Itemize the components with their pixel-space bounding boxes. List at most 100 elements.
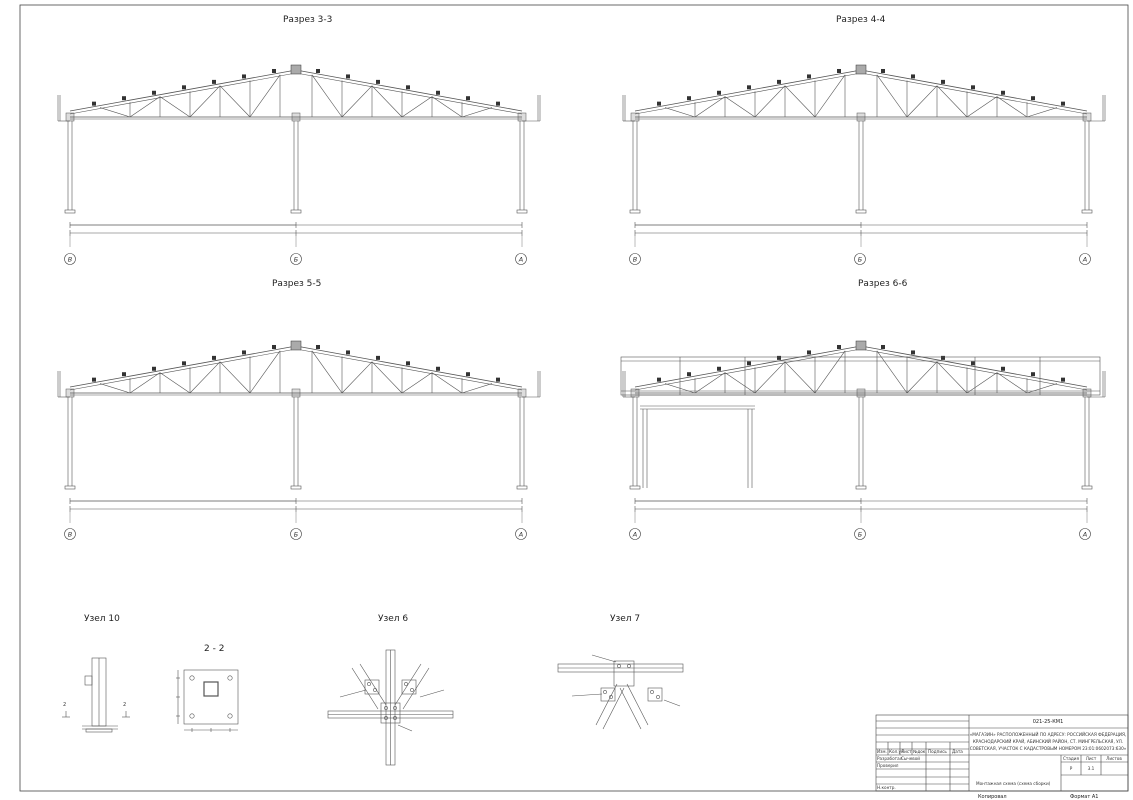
truss-top-chord — [69, 72, 297, 115]
stamp-column-header: Изм. — [877, 749, 887, 754]
truss-web-diagonal — [906, 85, 938, 118]
column-base — [629, 485, 641, 490]
column-base — [1081, 485, 1093, 490]
truss-web-diagonal — [189, 361, 221, 394]
truss-web-diagonal — [249, 74, 281, 118]
node-6-title: Узел 6 — [378, 614, 408, 624]
column-base — [64, 485, 76, 490]
truss-web-diagonal — [1026, 383, 1058, 394]
truss-web-diagonal — [1026, 107, 1058, 118]
truss-web-diagonal — [966, 372, 998, 394]
truss-web-diagonal — [784, 361, 816, 394]
truss-web-diagonal — [311, 350, 343, 394]
stage-value: Р — [1070, 766, 1073, 771]
truss-web-diagonal — [906, 361, 938, 394]
purlin — [376, 79, 380, 84]
section-2-2-title: 2 - 2 — [204, 644, 224, 654]
purlin — [272, 68, 276, 73]
section-5-5-frame — [57, 340, 541, 523]
purlin — [1031, 372, 1035, 377]
purlin — [747, 361, 751, 366]
truss-web-diagonal — [371, 361, 403, 394]
purlin — [346, 350, 350, 355]
axis-label: А — [1082, 256, 1087, 264]
sheet-header: Лист — [1086, 756, 1097, 761]
purlin — [657, 101, 661, 106]
column-base — [290, 209, 302, 214]
purlin — [837, 68, 841, 73]
truss-top-chord — [860, 69, 1088, 112]
truss-web-diagonal — [219, 85, 251, 118]
stamp-column-header: Дата — [952, 749, 963, 754]
section-4-4-frame — [622, 64, 1106, 247]
truss-web-diagonal — [814, 350, 846, 394]
role-checker: Проверил — [877, 763, 899, 768]
truss-web-diagonal — [694, 372, 726, 394]
truss-web-diagonal — [249, 350, 281, 394]
purlin — [242, 74, 246, 79]
truss-web-diagonal — [664, 107, 696, 118]
truss-web-diagonal — [219, 361, 251, 394]
purlin — [717, 90, 721, 95]
truss-top-chord — [69, 348, 297, 391]
purlin — [376, 355, 380, 360]
role-developer: Разработал — [877, 756, 903, 761]
truss-web-diagonal — [996, 372, 1028, 394]
section-4-4-title: Разрез 4-4 — [836, 15, 886, 25]
axis-label: А — [632, 531, 637, 539]
axis-label: В — [633, 256, 638, 264]
truss-web-diagonal — [936, 85, 968, 118]
purlin — [496, 101, 500, 106]
column-base — [855, 209, 867, 214]
purlin — [496, 377, 500, 382]
purlin — [406, 361, 410, 366]
truss-web-diagonal — [876, 350, 908, 394]
purlin — [687, 372, 691, 377]
purlin — [122, 372, 126, 377]
purlin — [92, 101, 96, 106]
truss-top-chord — [295, 69, 523, 112]
truss-top-chord — [69, 345, 297, 388]
ridge-node — [855, 64, 867, 75]
section-5-5-axes: В Б А — [64, 528, 527, 540]
purlin — [717, 366, 721, 371]
purlin — [436, 90, 440, 95]
axis-label: Б — [294, 256, 299, 264]
purlin — [182, 85, 186, 90]
purlin — [777, 355, 781, 360]
truss-top-chord — [295, 345, 523, 388]
truss-top-chord — [295, 348, 523, 391]
purlin — [941, 355, 945, 360]
purlin — [911, 74, 915, 79]
ridge-node — [855, 340, 867, 351]
truss-top-chord — [860, 72, 1088, 115]
truss-web-diagonal — [431, 372, 463, 394]
purlin — [657, 377, 661, 382]
truss-top-chord — [634, 345, 862, 388]
purlin — [92, 377, 96, 382]
purlin — [466, 372, 470, 377]
format-label: Формат А1 — [1070, 794, 1098, 800]
section-5-5-title: Разрез 5-5 — [272, 279, 321, 289]
truss-web-diagonal — [694, 96, 726, 118]
column-base — [516, 209, 528, 214]
purlin — [346, 74, 350, 79]
base-plate-plan — [176, 669, 239, 732]
section-3-3-frame — [57, 64, 541, 247]
truss-web-diagonal — [754, 85, 786, 118]
project-line-1: «МАГАЗИН» РАСПОЛОЖЕННЫЙ ПО АДРЕСУ: РОССИ… — [970, 732, 1127, 737]
purlin — [1001, 366, 1005, 371]
truss-web-diagonal — [724, 372, 756, 394]
truss-web-diagonal — [814, 74, 846, 118]
purlin — [971, 361, 975, 366]
copied-label: Копировал — [978, 794, 1007, 800]
ridge-node — [290, 340, 302, 351]
truss-web-diagonal — [159, 96, 191, 118]
truss-web-diagonal — [99, 383, 131, 394]
truss-web-diagonal — [129, 96, 161, 118]
truss-web-diagonal — [724, 96, 756, 118]
truss-web-diagonal — [371, 85, 403, 118]
section-3-3-axes: В Б А — [64, 253, 527, 265]
column-base — [855, 485, 867, 490]
